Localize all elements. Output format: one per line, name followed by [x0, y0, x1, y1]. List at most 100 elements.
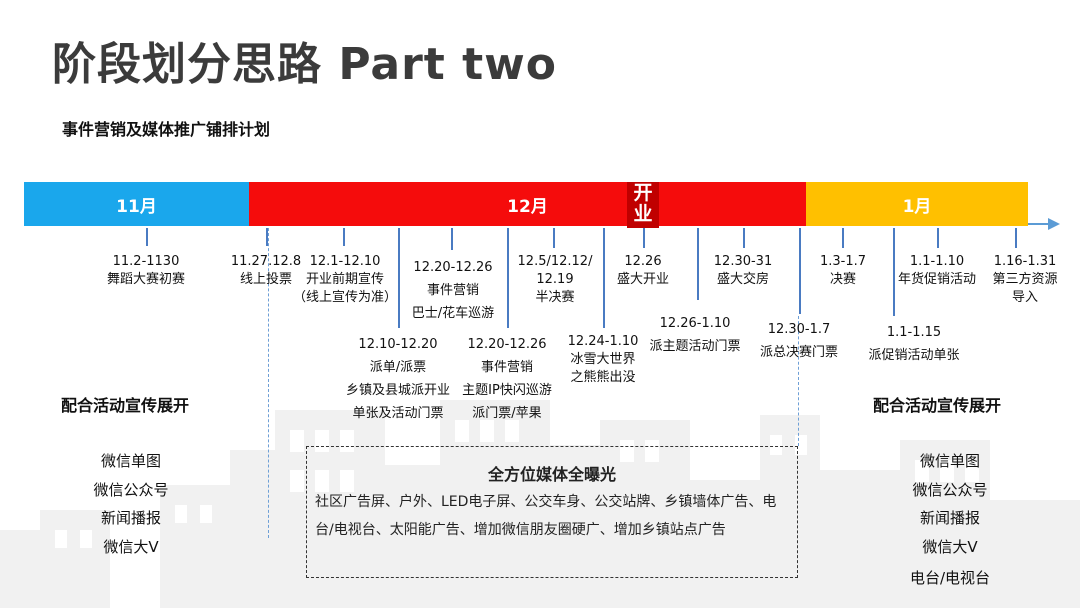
page-subtitle: 事件营销及媒体推广铺排计划 — [62, 120, 271, 139]
event-date: 12.26 — [624, 254, 662, 269]
timeline-tick — [893, 228, 895, 316]
promo-right-channels: 微信单图 微信公众号 新闻播报 微信大V 电台/电视台 — [910, 447, 990, 593]
guide-dashed-line — [798, 316, 799, 446]
event-date: 12.20-12.26 — [467, 337, 547, 352]
channel-item: 微信单图 — [100, 452, 162, 470]
channel-item: 微信大V — [922, 537, 978, 556]
timeline-event: 12.26-1.10 派主题活动门票 — [649, 312, 740, 358]
event-date: 11.27.12.8 — [230, 254, 302, 269]
timeline-tick — [799, 228, 801, 314]
promo-left-heading: 配合活动宣传展开 — [61, 396, 190, 415]
event-desc: 单张及活动门票 — [352, 406, 444, 421]
timeline-event: 1.1-1.10 年货促销活动 — [898, 253, 976, 289]
media-box-title: 全方位媒体全曝光 — [487, 465, 616, 484]
event-date: 12.30-1.7 — [767, 322, 831, 337]
timeline-event: 12.20-12.26 事件营销主题IP快闪巡游派门票/苹果 — [462, 333, 552, 425]
timeline-arrow-head-icon — [1048, 218, 1060, 230]
channel-item: 新闻播报 — [100, 509, 162, 527]
event-desc: 冰雪大世界 — [570, 352, 636, 367]
month-label: 1月 — [902, 196, 932, 217]
event-desc: （线上宣传为准） — [292, 290, 398, 305]
event-desc: 12.19 — [536, 272, 574, 287]
timeline-tick — [507, 228, 509, 328]
timeline-event: 12.26 盛大开业 — [617, 253, 669, 289]
timeline-month-january: 1月 — [806, 182, 1028, 226]
timeline-event: 11.2-1130 舞蹈大赛初赛 — [107, 253, 185, 289]
timeline-tick — [603, 228, 605, 328]
event-desc: 主题IP快闪巡游 — [462, 383, 552, 398]
promo-left-channels: 微信单图 微信公众号 新闻播报 微信大V — [93, 447, 168, 561]
timeline-month-december: 12月 — [249, 182, 806, 226]
event-desc: 事件营销 — [426, 283, 480, 298]
timeline-tick — [643, 228, 645, 248]
opening-badge-char: 业 — [633, 203, 653, 225]
event-desc: 开业前期宣传 — [305, 272, 385, 287]
event-date: 12.10-12.20 — [358, 337, 438, 352]
timeline-event: 12.10-12.20 派单/派票乡镇及县城派开业单张及活动门票 — [346, 333, 450, 425]
event-date: 12.1-12.10 — [309, 254, 381, 269]
month-label: 12月 — [507, 196, 548, 217]
event-date: 12.24-1.10 — [567, 334, 639, 349]
timeline-tick — [553, 228, 555, 248]
channel-item: 微信公众号 — [93, 480, 169, 499]
timeline-tick — [266, 228, 268, 246]
timeline-event: 12.20-12.26 事件营销巴士/花车巡游 — [412, 256, 494, 325]
month-label: 11月 — [116, 196, 157, 217]
event-date: 12.30-31 — [713, 254, 773, 269]
timeline-tick — [937, 228, 939, 248]
event-date: 12.20-12.26 — [413, 260, 493, 275]
channel-item: 微信公众号 — [912, 480, 988, 499]
event-date: 12.26-1.10 — [659, 316, 731, 331]
event-desc: 乡镇及县城派开业 — [345, 383, 451, 398]
event-desc: 盛大交房 — [716, 272, 770, 287]
page-title: 阶段划分思路 Part two — [52, 39, 558, 90]
event-date: 11.2-1130 — [112, 254, 180, 269]
promo-right-heading: 配合活动宣传展开 — [873, 396, 1002, 415]
guide-dashed-line — [268, 228, 269, 538]
event-desc: 派主题活动门票 — [649, 339, 741, 354]
timeline-event: 12.30-31 盛大交房 — [714, 253, 772, 289]
channel-item: 微信单图 — [919, 452, 980, 470]
event-desc: 之熊熊出没 — [570, 370, 636, 385]
timeline-tick — [343, 228, 345, 246]
opening-badge: 开 业 — [627, 182, 659, 228]
timeline-tick — [842, 228, 844, 248]
timeline-tick — [1015, 228, 1017, 248]
timeline-tick — [398, 228, 400, 328]
timeline-event: 12.30-1.7 派总决赛门票 — [760, 318, 838, 364]
event-desc: 盛大开业 — [616, 272, 670, 287]
timeline-event: 12.1-12.10 开业前期宣传 （线上宣传为准） — [293, 253, 397, 307]
media-box-body: 社区广告屏、户外、LED电子屏、公交车身、公交站牌、乡镇墙体广告、电台/电视台、… — [315, 494, 777, 538]
opening-badge-char: 开 — [633, 182, 653, 204]
event-desc: 舞蹈大赛初赛 — [106, 272, 186, 287]
timeline-arrow-line — [1028, 223, 1052, 225]
event-desc: 第三方资源 — [992, 272, 1058, 287]
event-desc: 派单/派票 — [369, 360, 427, 375]
event-desc: 巴士/花车巡游 — [411, 306, 495, 321]
event-date: 1.3-1.7 — [819, 254, 867, 269]
event-desc: 年货促销活动 — [897, 272, 977, 287]
timeline-tick — [451, 228, 453, 250]
timeline-event: 1.16-1.31 第三方资源导入 — [992, 253, 1057, 307]
channel-item: 电台/电视台 — [909, 569, 991, 587]
timeline-month-november: 11月 — [24, 182, 249, 226]
timeline-tick — [697, 228, 699, 300]
event-date: 12.5/12.12/ — [517, 254, 593, 269]
event-desc: 派门票/苹果 — [472, 406, 542, 421]
event-date: 1.1-1.10 — [909, 254, 965, 269]
timeline-event: 11.27.12.8 线上投票 — [231, 253, 301, 289]
city-skyline-background — [0, 400, 1080, 608]
event-date: 1.16-1.31 — [993, 254, 1057, 269]
timeline-event: 12.5/12.12/12.19 半决赛 — [518, 253, 593, 307]
event-desc: 导入 — [1011, 290, 1039, 305]
event-desc: 派促销活动单张 — [868, 348, 960, 363]
event-desc: 派总决赛门票 — [759, 345, 839, 360]
timeline-tick — [743, 228, 745, 248]
event-desc: 半决赛 — [535, 290, 575, 305]
event-desc: 事件营销 — [480, 360, 533, 375]
timeline-tick — [146, 228, 148, 246]
timeline-event: 12.24-1.10 冰雪大世界之熊熊出没 — [568, 333, 639, 387]
event-desc: 线上投票 — [239, 272, 293, 287]
